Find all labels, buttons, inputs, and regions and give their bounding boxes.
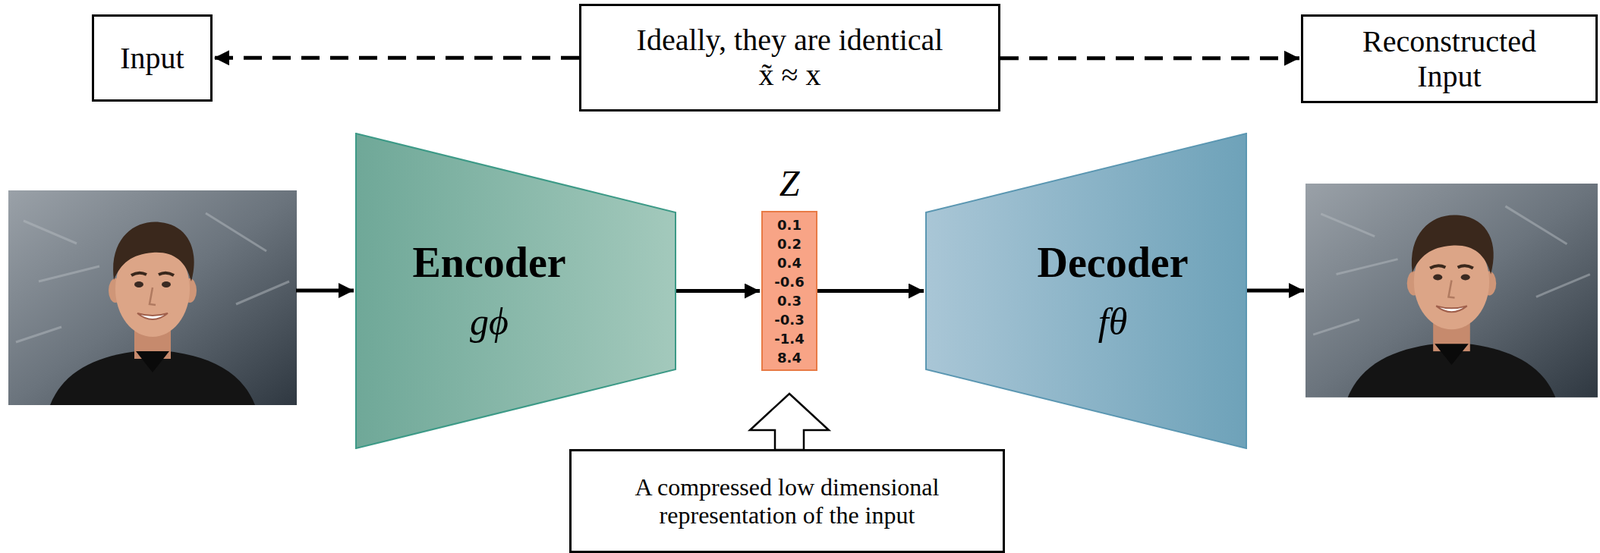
node-text: 0.3	[777, 291, 802, 311]
vector-cell: 0.10.20.4-0.60.3-0.3-1.48.4	[761, 211, 818, 372]
node-text: A compressed low dimensional representat…	[608, 473, 966, 530]
flow-arrow	[817, 289, 924, 293]
node-text: Encoder	[412, 238, 566, 287]
trapezoid-outline	[925, 133, 1247, 449]
node-text: -1.4	[774, 329, 804, 349]
flow-arrow	[676, 289, 760, 293]
label-box: Reconstructed Input	[1300, 14, 1598, 104]
label-box: Input	[91, 14, 213, 102]
node-text: Reconstructed Input	[1335, 24, 1564, 95]
node-text: Ideally, they are identical x̃ ≈ x	[630, 22, 950, 93]
node-text: 0.2	[777, 234, 802, 254]
node-text: Z	[761, 160, 818, 207]
dashed-arrow	[1000, 56, 1300, 60]
decoder-block: Decoder fθ	[925, 132, 1248, 450]
node-text: -0.6	[774, 272, 804, 292]
node-text: 0.1	[777, 215, 802, 235]
node-text: gϕ	[469, 300, 509, 345]
note-box: Ideally, they are identical x̃ ≈ x	[579, 3, 1001, 112]
node-text: 8.4	[777, 348, 802, 368]
input-photo	[8, 190, 297, 406]
node-text: Decoder	[1036, 238, 1188, 287]
reconstructed-photo	[1305, 183, 1598, 398]
dashed-arrow	[214, 56, 580, 60]
node-text: fθ	[1098, 300, 1128, 345]
latent-vector: Z0.10.20.4-0.60.3-0.3-1.48.4	[761, 160, 818, 372]
flow-arrow	[296, 289, 354, 293]
trapezoid-shape	[355, 132, 677, 450]
block-label: Encoder gϕ	[412, 238, 566, 345]
flow-arrow	[1247, 289, 1304, 293]
node-text: Input	[119, 40, 184, 76]
trapezoid-shape	[925, 132, 1248, 450]
block-label: Decoder fθ	[1036, 238, 1188, 345]
callout-box: A compressed low dimensional representat…	[569, 449, 1005, 553]
node-text: -0.3	[774, 310, 804, 330]
encoder-block: Encoder gϕ	[355, 132, 677, 450]
node-text: 0.4	[777, 253, 802, 273]
trapezoid-outline	[355, 133, 676, 449]
block-arrow	[749, 393, 829, 451]
